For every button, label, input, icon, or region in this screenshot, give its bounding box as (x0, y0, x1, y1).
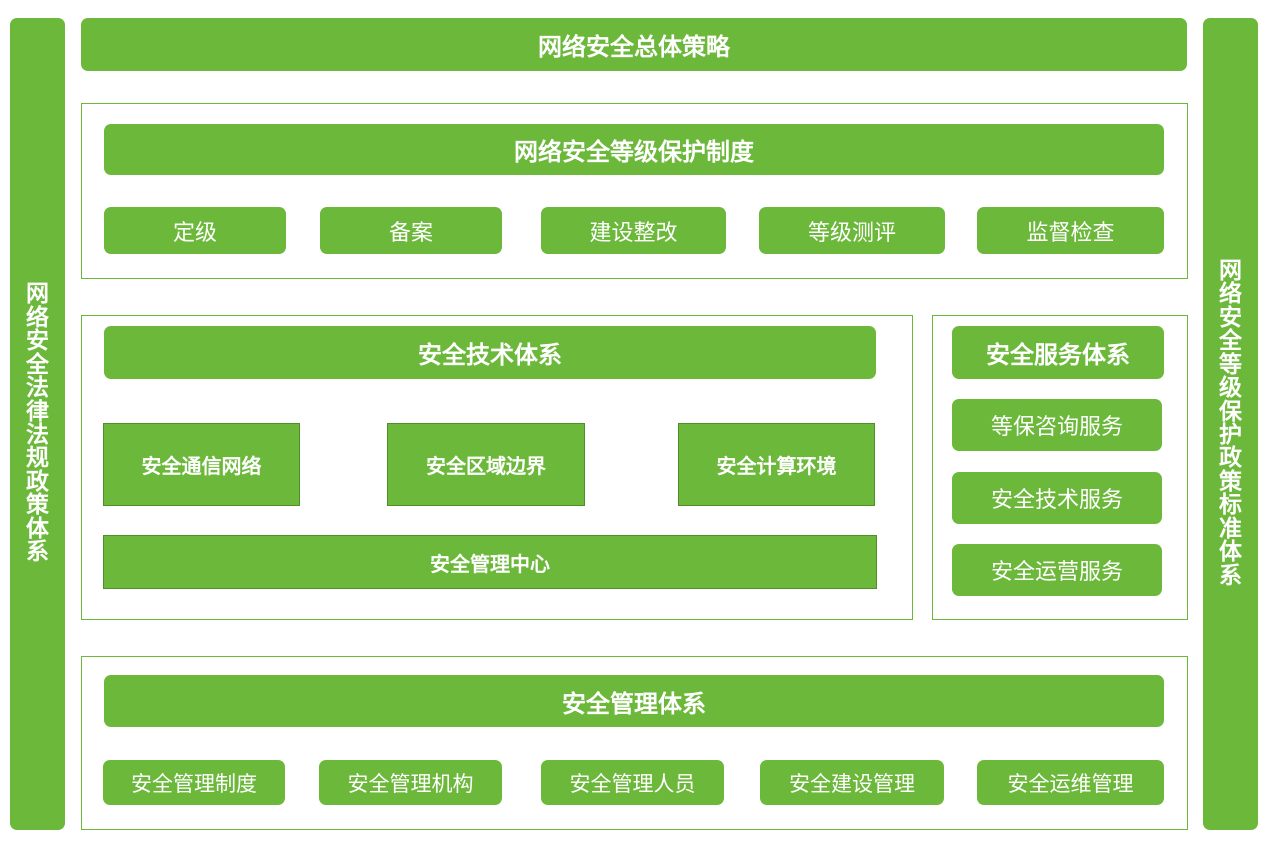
pillar-char: 全 (1219, 328, 1242, 355)
management-item-policy: 安全管理制度 (103, 760, 285, 805)
top-banner-overall-strategy: 网络安全总体策略 (81, 18, 1187, 71)
level-protection-item-supervision: 监督检查 (977, 207, 1164, 254)
tech-item-communication-network: 安全通信网络 (103, 423, 300, 506)
pillar-char: 护 (1219, 422, 1242, 448)
pillar-char: 络 (26, 304, 49, 331)
pillar-char: 律 (26, 398, 49, 425)
pillar-char: 系 (1219, 562, 1242, 589)
service-item-consulting: 等保咨询服务 (952, 399, 1162, 451)
pillar-char: 级 (1219, 375, 1242, 402)
management-item-construction: 安全建设管理 (760, 760, 944, 805)
level-protection-item-filing: 备案 (320, 207, 502, 254)
pillar-char: 规 (26, 445, 49, 472)
pillar-char: 策 (1219, 468, 1242, 495)
pillar-char: 全 (26, 351, 49, 378)
pillar-char: 体 (26, 515, 49, 542)
tech-item-computing-environment: 安全计算环境 (678, 423, 875, 506)
right-pillar-standards-policy: 网络安全等级保护政策标准体系 (1203, 18, 1258, 830)
pillar-char: 法 (26, 422, 49, 448)
pillar-char: 策 (26, 492, 49, 519)
left-pillar-legal-policy: 网络安全法律法规政策体系 (10, 18, 65, 830)
pillar-char: 政 (26, 468, 49, 495)
pillar-char: 保 (1219, 398, 1242, 425)
pillar-char: 法 (26, 375, 49, 402)
tech-item-area-boundary: 安全区域边界 (387, 423, 585, 506)
pillar-char: 安 (26, 328, 49, 355)
level-protection-title: 网络安全等级保护制度 (104, 124, 1164, 175)
pillar-char: 安 (1219, 304, 1242, 331)
level-protection-item-grading: 定级 (104, 207, 286, 254)
pillar-char: 准 (1219, 515, 1242, 542)
management-system-title: 安全管理体系 (104, 675, 1164, 727)
pillar-char: 系 (26, 539, 49, 566)
pillar-char: 体 (1219, 539, 1242, 566)
level-protection-item-rectification: 建设整改 (541, 207, 726, 254)
tech-system-title: 安全技术体系 (104, 326, 876, 379)
pillar-char: 政 (1219, 445, 1242, 472)
pillar-char: 网 (1219, 257, 1242, 284)
pillar-char: 网 (26, 281, 49, 308)
level-protection-item-assessment: 等级测评 (759, 207, 945, 254)
service-item-operations: 安全运营服务 (952, 544, 1162, 596)
tech-security-management-center: 安全管理中心 (103, 535, 877, 589)
management-item-organization: 安全管理机构 (319, 760, 502, 805)
pillar-char: 标 (1219, 492, 1242, 519)
service-system-title: 安全服务体系 (952, 326, 1164, 379)
pillar-char: 等 (1219, 351, 1242, 378)
service-item-technical: 安全技术服务 (952, 472, 1162, 524)
pillar-char: 络 (1219, 281, 1242, 308)
management-item-personnel: 安全管理人员 (541, 760, 724, 805)
management-item-operations: 安全运维管理 (977, 760, 1164, 805)
